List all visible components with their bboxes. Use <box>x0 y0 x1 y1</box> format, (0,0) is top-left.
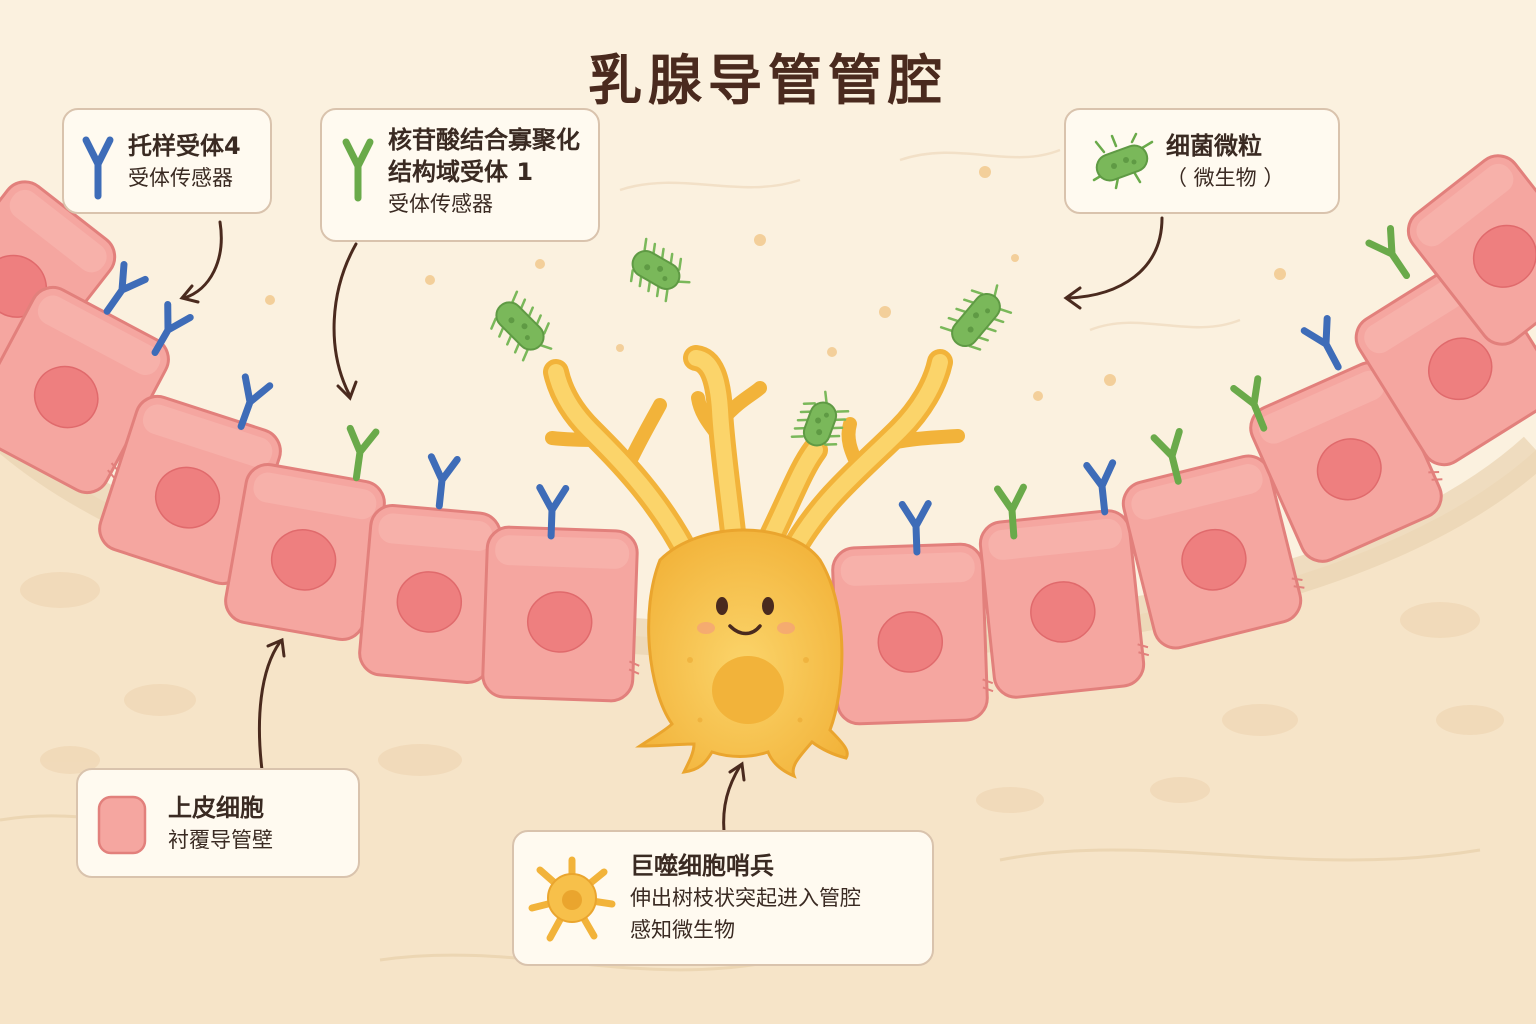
nucleus <box>1181 528 1247 591</box>
tlr4-receptor <box>237 373 274 430</box>
pink-cell-icon <box>97 795 147 855</box>
nucleus <box>526 591 593 653</box>
nucleus <box>1030 581 1096 643</box>
macrophage-line2: 伸出树枝状突起进入管腔 <box>630 886 861 910</box>
nod1-title-line1: 核苷酸结合寡聚化 <box>388 126 580 154</box>
macrophage-cell <box>543 345 965 779</box>
epithelial-subtitle: 衬覆导管壁 <box>168 828 273 852</box>
epithelial-cell-layer <box>0 154 1536 726</box>
nod1-receptor <box>1230 375 1268 432</box>
nod1-title-line2: 结构域受体 1 <box>388 158 534 186</box>
tlr4-receptor <box>898 500 932 556</box>
page-title: 乳腺导管管腔 <box>588 49 948 112</box>
green-y-receptor-icon <box>342 138 374 202</box>
bacterium <box>490 290 553 362</box>
rod-bacterium-icon <box>1092 132 1154 190</box>
lumen-particles <box>265 166 1286 401</box>
tlr4-title: 托样受体4 <box>128 132 241 160</box>
callout-arrows <box>179 216 1164 834</box>
bacteria-title: 细菌微粒 <box>1166 132 1262 160</box>
nod1-receptor <box>346 424 380 482</box>
bacterium <box>629 237 691 303</box>
nucleus <box>154 466 221 529</box>
tlr4-receptor <box>103 261 149 315</box>
macrophage-callout-card: 巨噬细胞哨兵 伸出树枝状突起进入管腔 感知微生物 <box>512 830 934 966</box>
tlr4-receptor <box>427 453 461 510</box>
tlr4-receptor <box>1083 459 1117 516</box>
nucleus <box>33 365 99 429</box>
tlr4-receptor <box>536 484 570 540</box>
nucleus <box>270 529 337 591</box>
nod1-receptor <box>1150 428 1183 485</box>
macrophage-line3: 感知微生物 <box>630 918 735 942</box>
nucleus <box>877 611 944 673</box>
macrophage-title: 巨噬细胞哨兵 <box>630 852 774 880</box>
lumen-waves <box>619 148 1241 332</box>
nucleus <box>396 571 463 633</box>
receptor-layer <box>103 224 1411 556</box>
epithelial-cell <box>831 542 994 726</box>
nod1-receptor <box>1365 224 1411 280</box>
epithelial-cell <box>358 503 502 685</box>
nod1-subtitle: 受体传感器 <box>388 192 493 216</box>
bacteria-subtitle: （ 微生物 ） <box>1166 166 1285 190</box>
bacterium <box>939 284 1013 351</box>
nod1-receptor <box>993 483 1027 540</box>
epithelial-cell <box>1249 361 1443 563</box>
nucleus <box>1316 438 1382 501</box>
tlr4-receptor <box>151 300 194 357</box>
star-cell-icon <box>528 856 616 942</box>
tlr4-receptor <box>1300 314 1342 371</box>
epithelial-callout-card: 上皮细胞 衬覆导管壁 <box>76 768 360 878</box>
bacterium <box>790 390 850 447</box>
tlr4-callout-card: 托样受体4 受体传感器 <box>62 108 272 214</box>
epithelial-title: 上皮细胞 <box>168 794 264 822</box>
tlr4-subtitle: 受体传感器 <box>128 166 233 190</box>
epithelial-cell <box>1121 454 1305 650</box>
nucleus <box>1472 224 1536 288</box>
bacteria-callout-card: 细菌微粒 （ 微生物 ） <box>1064 108 1340 214</box>
blue-y-receptor-icon <box>82 136 114 200</box>
epithelial-cell <box>481 525 640 703</box>
nucleus <box>1428 337 1493 401</box>
epithelial-cell <box>1406 154 1536 346</box>
epithelial-cell <box>0 285 170 495</box>
bacteria-group <box>490 237 1013 447</box>
epithelial-cell <box>978 509 1150 699</box>
nod1-callout-card: 核苷酸结合寡聚化 结构域受体 1 受体传感器 <box>320 108 600 242</box>
